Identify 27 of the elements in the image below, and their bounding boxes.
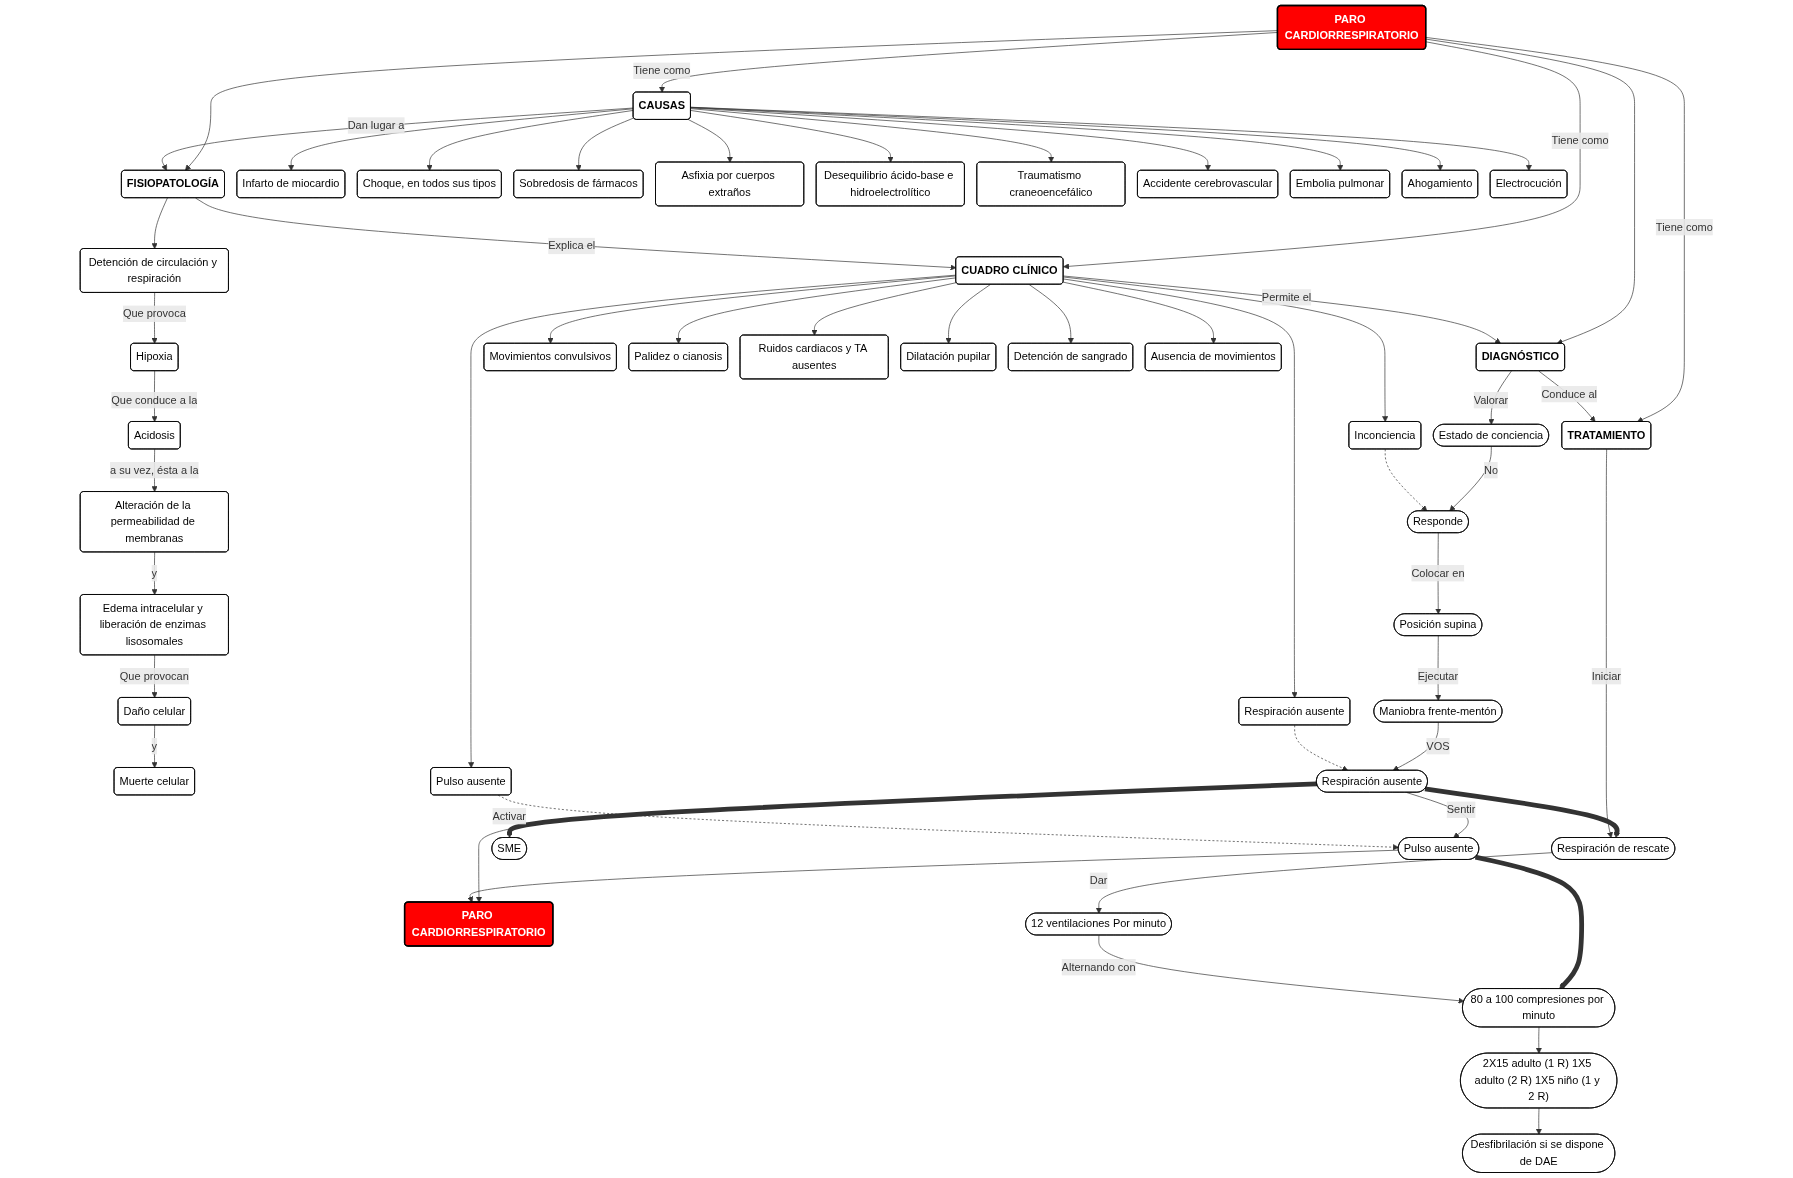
edge-label: y xyxy=(151,567,158,579)
edge-label: Tiene como xyxy=(1655,221,1713,233)
edge-label: Que provoca xyxy=(122,307,186,320)
arrow xyxy=(506,781,1318,839)
edge-label: Dan lugar a xyxy=(347,119,405,131)
edge-label: Que conduce a la xyxy=(111,394,198,406)
edge-label: Que provocan xyxy=(119,670,189,682)
edge-label: No xyxy=(1483,464,1498,476)
arrow xyxy=(1424,786,1620,839)
edge-label: Tiene como xyxy=(633,64,691,77)
edge-label: Tiene como xyxy=(1551,134,1609,147)
edge-label: Alternando con xyxy=(1061,961,1136,973)
edge-label: Ejecutar xyxy=(1417,670,1459,682)
edge-label: y xyxy=(151,740,158,752)
edge-label: Permite el xyxy=(1261,291,1312,303)
edge-label: Conduce al xyxy=(1541,387,1597,400)
edge-label: Iniciar xyxy=(1591,670,1621,682)
edge-label: Activar xyxy=(492,810,527,822)
edge-label: Sentir xyxy=(1446,803,1476,816)
edge-label: Dar xyxy=(1089,874,1108,887)
edge-label: a su vez, ésta a la xyxy=(110,464,199,476)
edge-label: Explica el xyxy=(548,239,596,252)
edge-label: Valorar xyxy=(1473,394,1509,406)
arrow xyxy=(475,783,1318,903)
edge-label: VOS xyxy=(1426,740,1450,752)
arrow xyxy=(1474,854,1585,990)
edge-label: Colocar en xyxy=(1411,567,1465,579)
